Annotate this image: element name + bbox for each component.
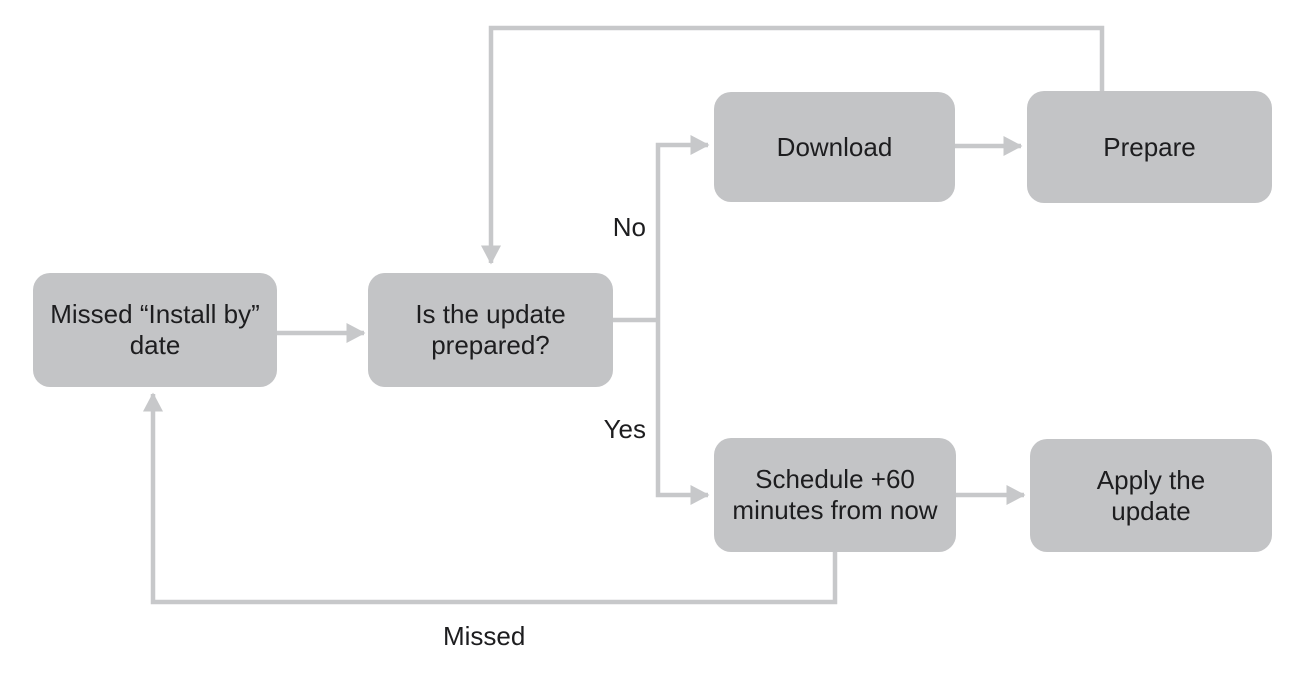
edge-label-yes: Yes — [603, 414, 646, 444]
edge-schedule-missed-loop — [143, 392, 838, 605]
edge-label-no: No — [612, 212, 646, 242]
node-label-line: Prepare — [1103, 131, 1196, 162]
node-label-line: Download — [776, 131, 893, 162]
edge-no-to-download — [655, 135, 710, 320]
node-is-update-prepared: Is the update prepared? — [368, 273, 613, 387]
edge-label-missed: Missed — [443, 621, 526, 651]
edge-prepare-loop-to-prepared — [481, 25, 1105, 265]
node-label-line: update — [1111, 495, 1191, 526]
node-missed-install-by-date: Missed “Install by” date — [33, 273, 277, 387]
node-schedule-plus-60: Schedule +60 minutes from now — [714, 438, 956, 552]
node-label-line: date — [129, 330, 181, 360]
edge-yes-to-schedule — [655, 320, 710, 505]
node-label-line: Apply the — [1096, 464, 1206, 495]
node-prepare: Prepare — [1027, 91, 1272, 203]
node-apply-update: Apply the update — [1030, 439, 1272, 552]
node-label-line: prepared? — [431, 330, 550, 360]
node-label-line: Missed “Install by” — [50, 299, 260, 329]
node-label-line: Schedule +60 — [755, 464, 915, 494]
node-label-line: minutes from now — [732, 495, 938, 525]
node-download: Download — [714, 92, 955, 202]
node-label-line: Is the update — [415, 299, 566, 329]
